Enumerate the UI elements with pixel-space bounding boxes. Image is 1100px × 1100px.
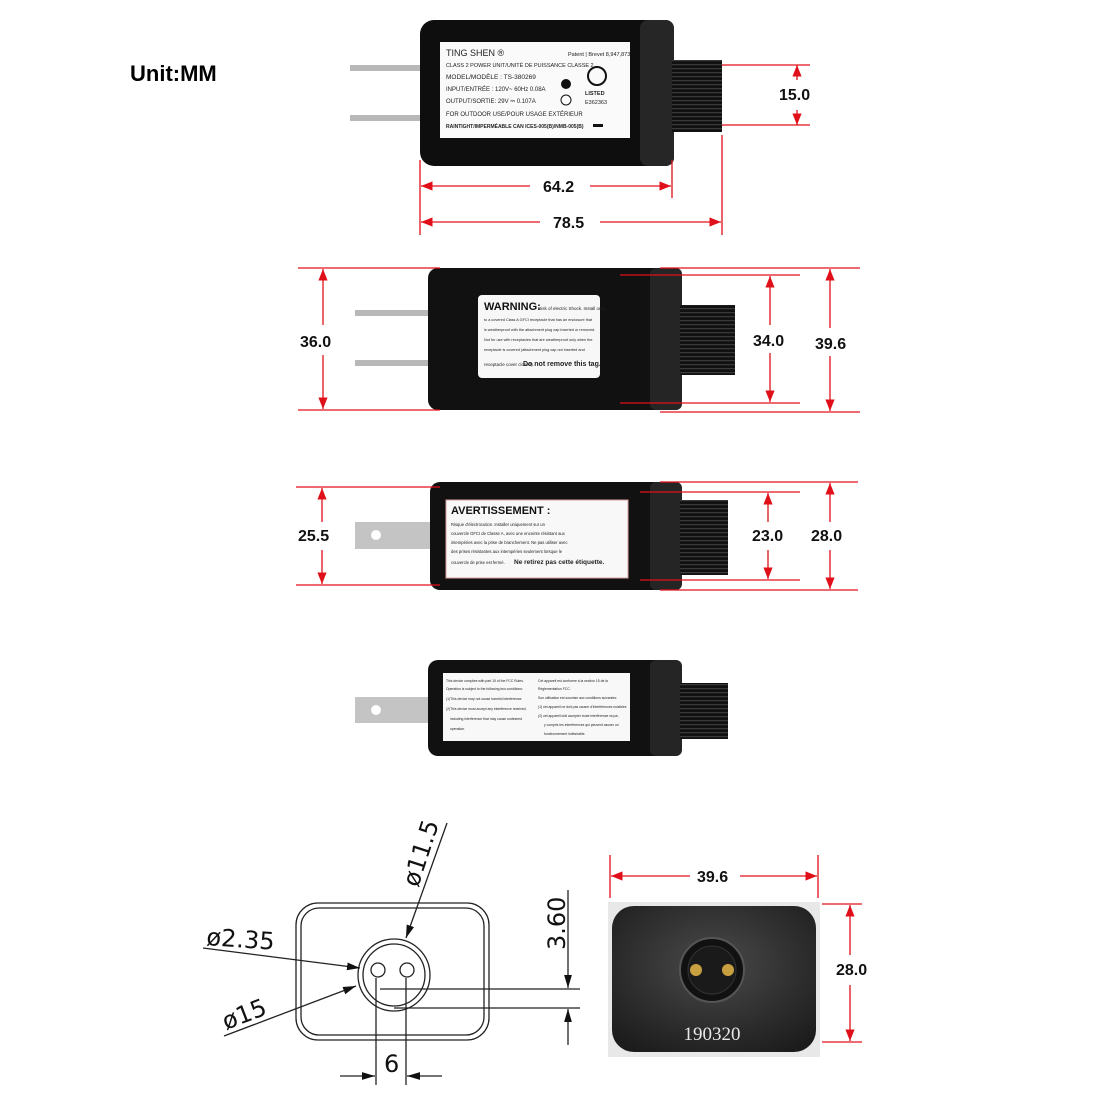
warning-label	[478, 295, 600, 378]
label-line: receptacle cover closed).	[484, 362, 534, 367]
adapter-view-fcc: This device complies with part 15 of the…	[355, 660, 728, 756]
label-line: including interference that may cause un…	[450, 717, 522, 721]
dim-total-length: 78.5	[553, 215, 584, 232]
weee-bin-icon	[593, 124, 603, 127]
dim-photo-width: 39.6	[697, 869, 728, 886]
dim-ring-diameter: ø15	[218, 993, 270, 1035]
label-line: couvercle de prise est fermé.	[451, 560, 505, 565]
label-line: (2) cet appareil doit accepter toute int…	[538, 714, 619, 718]
dim-connector-ext: 23.0	[752, 528, 783, 545]
dim-body-length: 64.2	[543, 179, 574, 196]
plug-prong	[350, 115, 422, 121]
dim-overall-height: 28.0	[811, 528, 842, 545]
unit-label: Unit:MM	[130, 61, 217, 86]
label-line: Cet appareil est conforme à la section 1…	[538, 679, 608, 683]
label-patent: Patent | Brevet 8,947,873	[568, 52, 630, 58]
label-line: FOR OUTDOOR USE/POUR USAGE EXTÉRIEUR	[446, 111, 583, 118]
label-line: Not for use with receptacles that are we…	[484, 338, 592, 342]
dim-height-left: 25.5	[298, 528, 329, 545]
certification-icon	[561, 79, 571, 89]
certification-icon	[560, 94, 572, 106]
label-line: Son utilisation est soumise aux conditio…	[538, 696, 617, 700]
label-line: (1) cet appareil ne doit pas causer d'in…	[538, 705, 627, 709]
plug-prong	[355, 360, 430, 366]
date-code: 190320	[684, 1024, 741, 1045]
threaded-connector	[680, 683, 728, 739]
dim-outer-diameter: ø11.5	[397, 816, 445, 889]
blade-hole	[371, 705, 381, 715]
blade-hole	[371, 530, 381, 540]
label-line: (1)This device may not cause harmful int…	[446, 697, 522, 701]
adapter-view-avertissement: AVERTISSEMENT : Risque d'électrocution. …	[296, 481, 858, 591]
label-line: Risque d'électrocution. Installer unique…	[451, 522, 546, 527]
dim-pin-diameter: ø2.35	[206, 923, 276, 956]
label-line: MODEL/MODÈLE : TS-380269	[446, 72, 536, 81]
label-line: INPUT/ENTRÉE : 120V~ 60Hz 0.08A	[446, 86, 546, 93]
label-line: des prises résistantes aux intempéries s…	[451, 549, 563, 554]
cad-connector-end-view: 6 3.60 ø11.5 ø2.35 ø15	[202, 816, 580, 1085]
plug-blade	[355, 522, 432, 549]
dim-connector-height: 15.0	[779, 87, 810, 104]
dim-offset: 3.60	[543, 897, 571, 950]
adapter-view-top: TING SHEN ® Patent | Brevet 8,947,873 CL…	[350, 20, 810, 235]
avertissement-label	[445, 499, 629, 579]
dim-overall-height: 39.6	[815, 336, 846, 353]
label-listed: LISTED	[585, 91, 605, 97]
label-line: Operation is subject to the following tw…	[446, 687, 523, 691]
label-line: receptacle is covered (attachment plug c…	[484, 348, 585, 352]
label-line: This device complies with part 15 of the…	[446, 679, 524, 683]
plug-blade	[355, 697, 430, 723]
dim-height-left: 36.0	[300, 334, 331, 351]
photo-connector-end-view: 190320 39.6 28.0	[608, 855, 867, 1057]
label-line: operation.	[450, 727, 465, 731]
label-line: Do not remove this tag.	[523, 361, 601, 368]
label-brand: TING SHEN ®	[446, 48, 505, 58]
threaded-connector	[680, 500, 728, 575]
label-line: intempéries avec la prise de branchement…	[451, 540, 568, 545]
label-line: CLASS 2 POWER UNIT/UNITÉ DE PUISSANCE CL…	[446, 62, 594, 69]
label-line: is weatherproof with the attachment plug…	[484, 328, 595, 332]
label-line: Risk of electric Shock. Install only	[538, 306, 606, 311]
label-line: fonctionnement indésirable.	[544, 732, 586, 736]
adapter-view-warning: WARNING: Risk of electric Shock. Install…	[298, 267, 860, 413]
plug-prong	[355, 310, 430, 316]
label-file-number: E362363	[585, 100, 607, 106]
threaded-connector	[672, 60, 722, 132]
label-line: couvercle GFCI de Classe A, avec une enc…	[451, 531, 566, 536]
dim-photo-height: 28.0	[836, 962, 867, 979]
label-line: RAINTIGHT/IMPERMÉABLE CAN ICES-005(B)/NM…	[446, 122, 584, 130]
avertissement-title: AVERTISSEMENT :	[451, 505, 550, 517]
dim-connector-ext: 34.0	[753, 333, 784, 350]
label-line: y compris les interférences qui peuvent …	[544, 723, 619, 727]
label-line: OUTPUT/SORTIE: 29V ⎓ 0.107A	[446, 99, 536, 105]
ul-logo-icon	[587, 66, 607, 86]
label-line: Ne retirez pas cette étiquette.	[514, 559, 605, 566]
warning-title: WARNING:	[484, 301, 541, 313]
fcc-label	[443, 673, 630, 741]
label-line: (2)This device must accept any interfere…	[446, 707, 527, 711]
pin-contact	[690, 964, 702, 976]
plug-prong	[350, 65, 422, 71]
rating-label	[440, 42, 630, 138]
label-line: Réglementation FCC.	[538, 687, 571, 691]
label-line: to a covered Class A GFCI receptacle tha…	[484, 318, 593, 322]
pin-contact	[722, 964, 734, 976]
dim-pin-spacing: 6	[384, 1050, 399, 1078]
threaded-connector	[680, 305, 735, 375]
